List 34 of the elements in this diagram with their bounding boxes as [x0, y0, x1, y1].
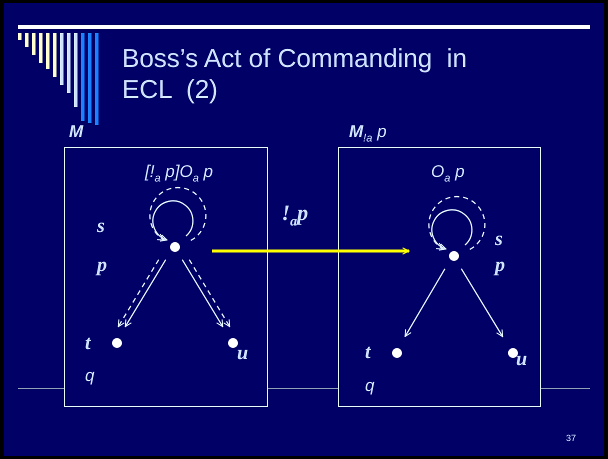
state-label: O$_{a}$ p: [431, 162, 465, 184]
arrow: [118, 259, 160, 328]
state-label: u: [516, 348, 528, 371]
arrow: [212, 247, 410, 255]
page-number: 37: [566, 433, 576, 443]
state-dot: [392, 348, 402, 358]
arrow: [188, 259, 230, 328]
state-dot: [228, 338, 238, 348]
arrow: [182, 259, 224, 328]
state-label: p: [97, 254, 107, 277]
state-label: u: [237, 342, 248, 365]
model-heading: M: [69, 122, 84, 142]
arrow: [460, 268, 504, 338]
model-heading: M$_{!a}$ p: [349, 122, 387, 144]
arrow: [404, 268, 446, 337]
state-label: t: [365, 341, 371, 364]
arrow: [428, 196, 486, 250]
state-label: q: [85, 366, 94, 386]
slide-title: Boss’s Act of Commanding in ECL (2): [122, 43, 468, 105]
arrow: [124, 259, 166, 328]
state-label: p: [495, 254, 505, 277]
state-label: [!$_{a}$ p]O$_{a}$ p: [145, 162, 214, 184]
state-dot: [508, 348, 518, 358]
state-dot: [112, 338, 122, 348]
state-label: s: [495, 228, 503, 251]
state-label: s: [97, 215, 105, 238]
arrow: [149, 186, 206, 241]
arrow: [431, 209, 473, 250]
state-label: q: [365, 376, 374, 396]
state-label: t: [85, 332, 91, 355]
arrow: [152, 200, 194, 242]
edge-label: !$_{a}$p: [282, 200, 308, 230]
state-dot: [449, 251, 459, 261]
state-dot: [170, 242, 180, 252]
